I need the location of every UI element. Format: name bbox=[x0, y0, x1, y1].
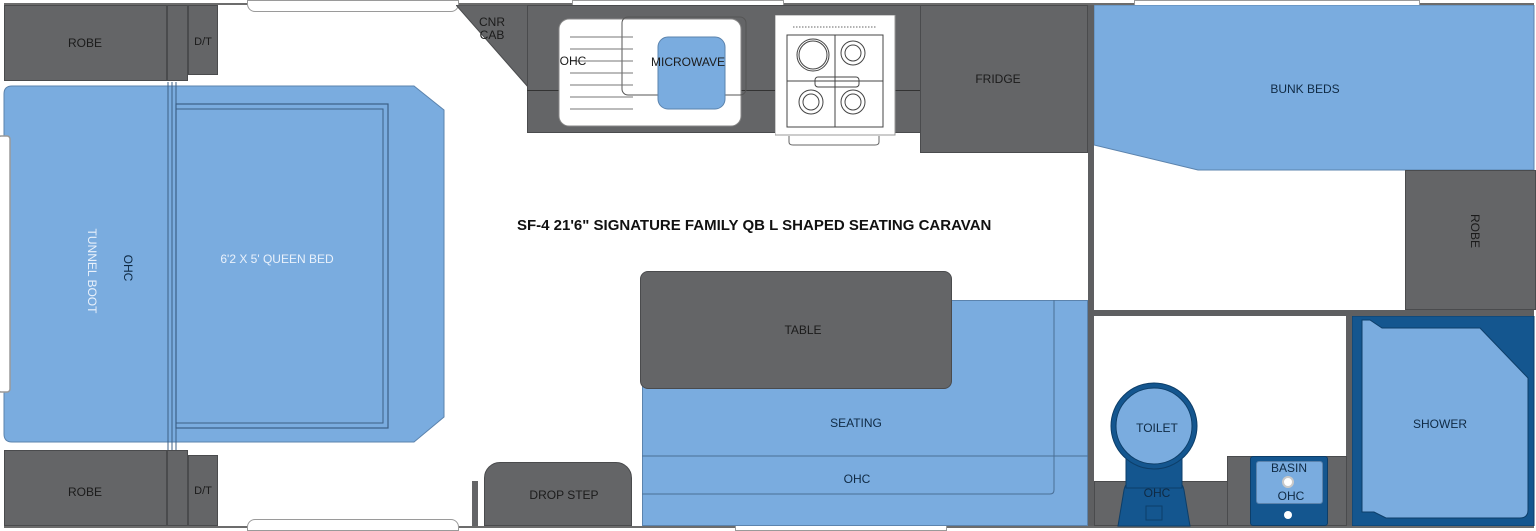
robe-bottom-filler bbox=[167, 450, 188, 526]
rear-partition-wall bbox=[1088, 5, 1094, 526]
cnr-cab-label-2: CAB bbox=[479, 28, 505, 42]
fridge: FRIDGE bbox=[920, 5, 1088, 153]
table-label: TABLE bbox=[784, 323, 822, 337]
queen-bed-outline bbox=[0, 82, 445, 450]
toilet bbox=[1110, 382, 1198, 527]
microwave-label: MICROWAVE bbox=[651, 55, 725, 69]
bathroom-top-wall bbox=[1094, 310, 1534, 316]
rear-robe-label: ROBE bbox=[1468, 213, 1482, 249]
kitchen-ohc-label: OHC bbox=[559, 54, 587, 68]
cnr-cab-label-1: CNR bbox=[479, 15, 505, 29]
dinette-ohc-label: OHC bbox=[843, 472, 871, 486]
drop-step-label: DROP STEP bbox=[529, 488, 599, 502]
queen-bed-label: 6'2 X 5' QUEEN BED bbox=[220, 252, 334, 266]
shower bbox=[1352, 316, 1535, 526]
shower-wall bbox=[1346, 316, 1352, 526]
seating-lines bbox=[642, 300, 1088, 495]
robe-top-label: ROBE bbox=[67, 36, 103, 50]
robe-top-filler bbox=[167, 5, 188, 81]
door-frame bbox=[472, 481, 478, 526]
bunk-beds-label: BUNK BEDS bbox=[1270, 82, 1340, 96]
drop-step: DROP STEP bbox=[484, 462, 632, 526]
dt-top-label: D/T bbox=[194, 36, 212, 48]
basin-drain bbox=[1282, 476, 1294, 488]
rear-robe: ROBE bbox=[1405, 170, 1536, 310]
robe-bottom: ROBE bbox=[4, 450, 167, 526]
fridge-label: FRIDGE bbox=[975, 72, 1021, 86]
front-ohc-label: OHC bbox=[121, 254, 135, 282]
window-front-top bbox=[247, 0, 459, 12]
cooktop bbox=[775, 15, 896, 146]
dt-bottom: D/T bbox=[188, 455, 218, 526]
table: TABLE bbox=[640, 271, 952, 389]
window-front-bottom bbox=[247, 519, 459, 531]
toilet-ohc-label: OHC bbox=[1143, 486, 1171, 500]
robe-top: ROBE bbox=[4, 5, 167, 81]
dt-top: D/T bbox=[188, 5, 218, 75]
sink bbox=[558, 16, 747, 127]
basin bbox=[1256, 461, 1323, 504]
toilet-label: TOILET bbox=[1136, 421, 1178, 435]
dt-bottom-label: D/T bbox=[194, 485, 212, 497]
plan-title: SF-4 21'6" SIGNATURE FAMILY QB L SHAPED … bbox=[517, 217, 992, 234]
basin-tap bbox=[1284, 511, 1292, 519]
tunnel-boot-label: TUNNEL BOOT bbox=[85, 228, 99, 314]
basin-label: BASIN bbox=[1270, 461, 1308, 475]
basin-ohc-label: OHC bbox=[1277, 489, 1305, 503]
bunk-beds bbox=[1094, 5, 1535, 171]
shower-label: SHOWER bbox=[1413, 417, 1467, 431]
robe-bottom-label: ROBE bbox=[67, 485, 103, 499]
seating-label: SEATING bbox=[830, 416, 882, 430]
